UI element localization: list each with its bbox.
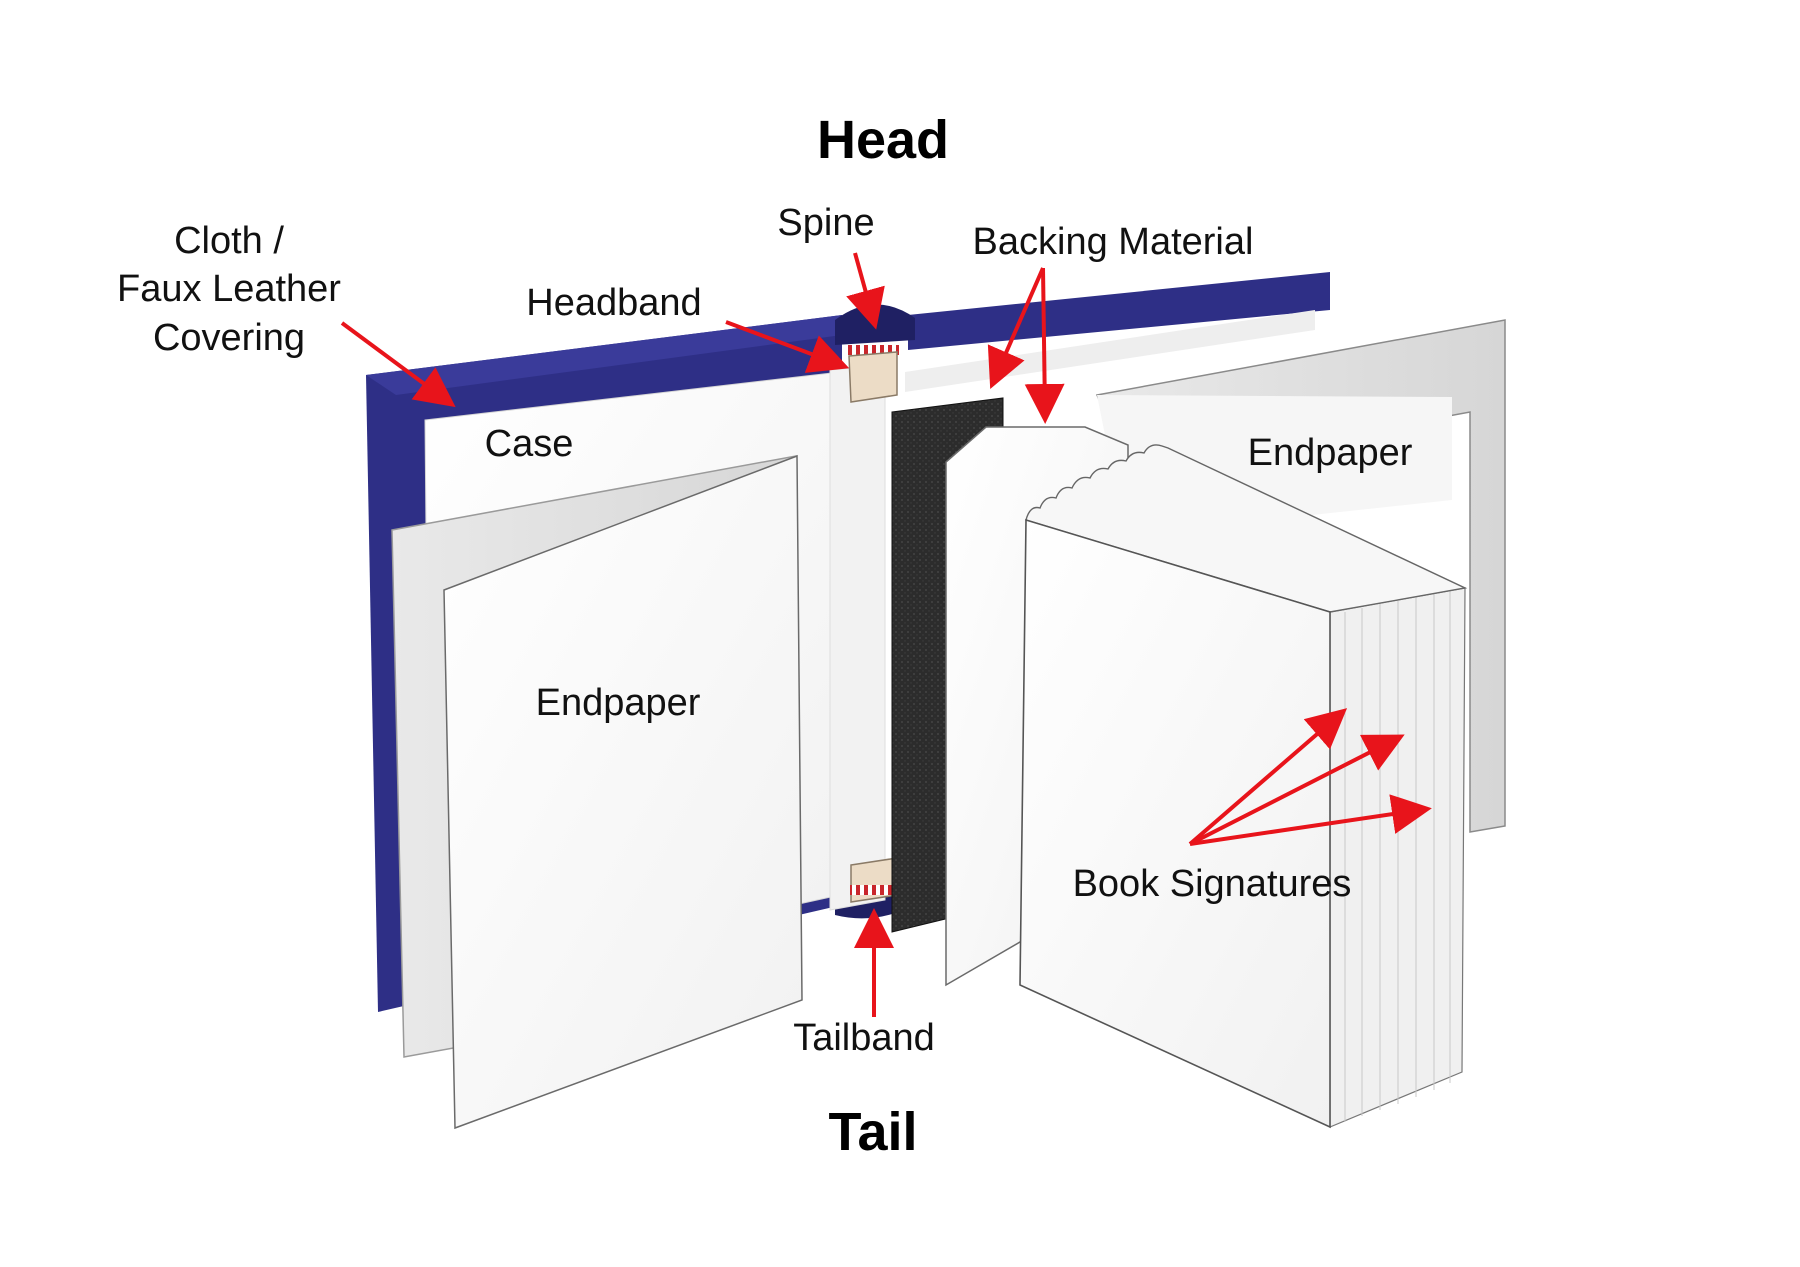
label-spine: Spine <box>777 202 874 244</box>
tailband-graphic <box>850 857 898 903</box>
left-endpaper <box>391 454 803 1130</box>
arrow-backing-2 <box>1024 267 1065 424</box>
book-block-front-face <box>1019 518 1331 1129</box>
cover-top-bevel <box>366 315 842 395</box>
label-cloth-line2: Faux Leather <box>117 268 341 310</box>
book-block-top <box>1025 444 1468 613</box>
endpaper-left-front-leaf <box>443 454 803 1130</box>
label-tailband: Tailband <box>793 1017 935 1059</box>
label-cloth-line3: Covering <box>153 317 305 359</box>
label-tail: Tail <box>828 1102 917 1162</box>
headband-graphic <box>847 345 899 403</box>
label-endpaper-right: Endpaper <box>1248 432 1413 474</box>
cover-board-right <box>908 272 1330 350</box>
arrow-cloth <box>340 321 456 408</box>
arrow-signatures-2 <box>1189 734 1405 846</box>
book-block <box>1019 444 1468 1129</box>
spine-inner <box>829 364 886 911</box>
label-head: Head <box>817 110 949 170</box>
arrow-signatures-3 <box>1189 794 1432 846</box>
label-case: Case <box>485 423 574 465</box>
label-book-signatures: Book Signatures <box>1073 863 1352 905</box>
arrow-spine <box>846 252 885 330</box>
arrow-headband <box>725 320 850 373</box>
arrows <box>340 252 1432 1017</box>
arrow-backing-1 <box>987 267 1045 389</box>
label-headband: Headband <box>526 282 701 324</box>
arrow-signatures-1 <box>1188 708 1348 846</box>
label-cloth-line1: Cloth / <box>174 220 284 262</box>
spine-top <box>835 304 915 345</box>
label-endpaper-left: Endpaper <box>536 682 701 724</box>
label-backing-material: Backing Material <box>973 221 1254 263</box>
